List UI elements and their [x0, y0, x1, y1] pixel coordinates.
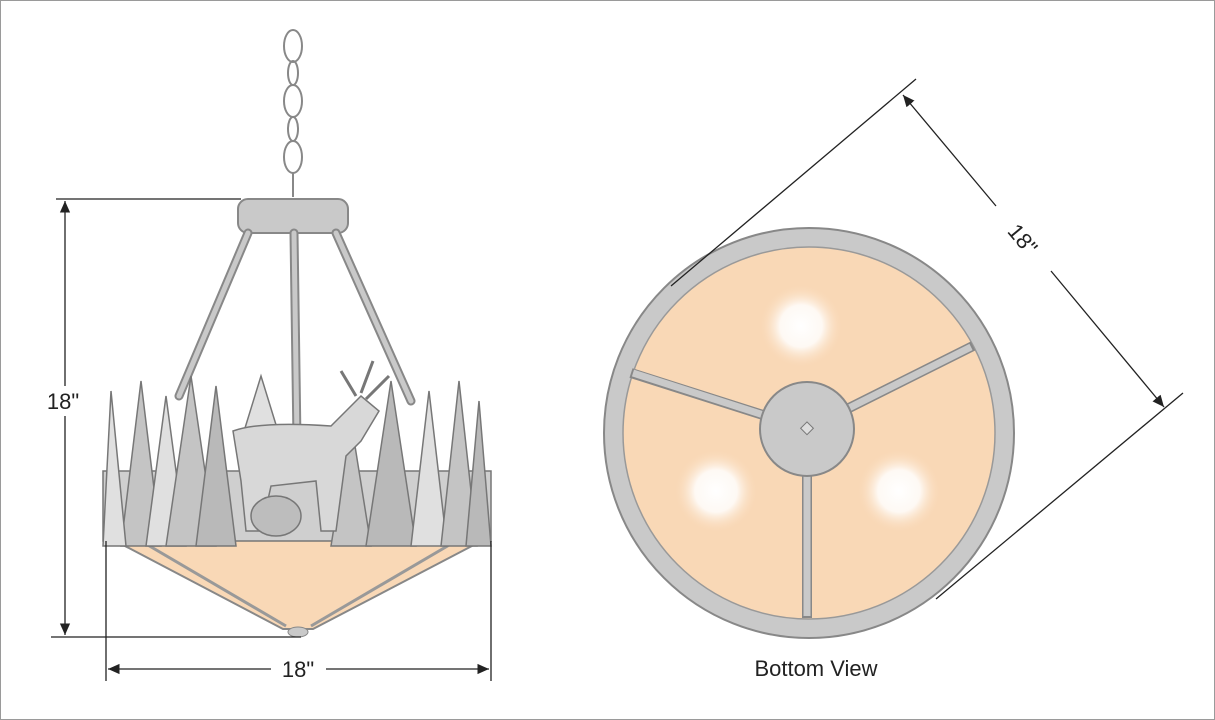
side-view-fixture — [102, 29, 492, 638]
height-label: 18" — [47, 389, 79, 414]
bulb-glow — [857, 449, 941, 533]
bulb-glow — [759, 284, 843, 368]
width-dimension — [105, 541, 492, 681]
support-rods-fill — [176, 230, 414, 444]
bottom-view-title: Bottom View — [754, 656, 877, 681]
canopy — [237, 198, 349, 234]
bottom-finial — [287, 626, 309, 638]
chain — [283, 29, 303, 197]
bottom-view-fixture — [603, 227, 1015, 639]
bulb-glow — [674, 449, 758, 533]
diameter-label: 18" — [1003, 219, 1043, 260]
forest-band — [102, 360, 492, 547]
diameter-dimension — [670, 78, 1184, 600]
shade-bowl — [105, 535, 492, 630]
elk — [232, 394, 380, 532]
width-label: 18" — [282, 657, 314, 682]
height-dimension — [51, 198, 301, 638]
